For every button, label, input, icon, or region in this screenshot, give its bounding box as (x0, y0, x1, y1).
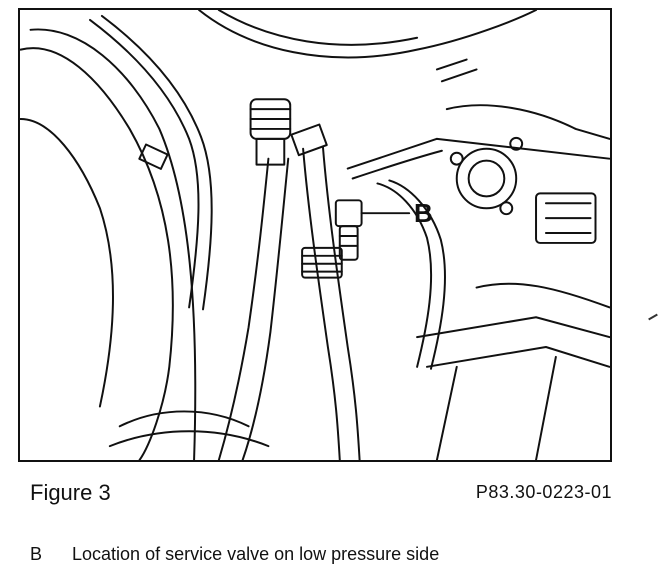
service-valve-b (334, 199, 411, 261)
coolant-line (89, 14, 213, 311)
scan-mark (648, 313, 658, 321)
callout-b-label: B (414, 198, 434, 228)
legend-key: B (30, 544, 43, 564)
lower-right-block (416, 282, 610, 460)
legend-entry-b: B Location of service valve on low press… (30, 544, 439, 565)
figure-reference-code: P83.30-0223-01 (475, 482, 612, 502)
upper-body-arc (198, 10, 538, 59)
compressor-housing (435, 104, 610, 244)
bottom-left-assembly (108, 410, 270, 448)
engine-cover-outline (20, 28, 197, 460)
figure-caption-title: Figure 3 (30, 480, 111, 505)
refrigerant-hoses (217, 98, 361, 460)
legend-text: Location of service valve on low pressur… (72, 544, 440, 564)
figure-illustration (18, 8, 612, 462)
